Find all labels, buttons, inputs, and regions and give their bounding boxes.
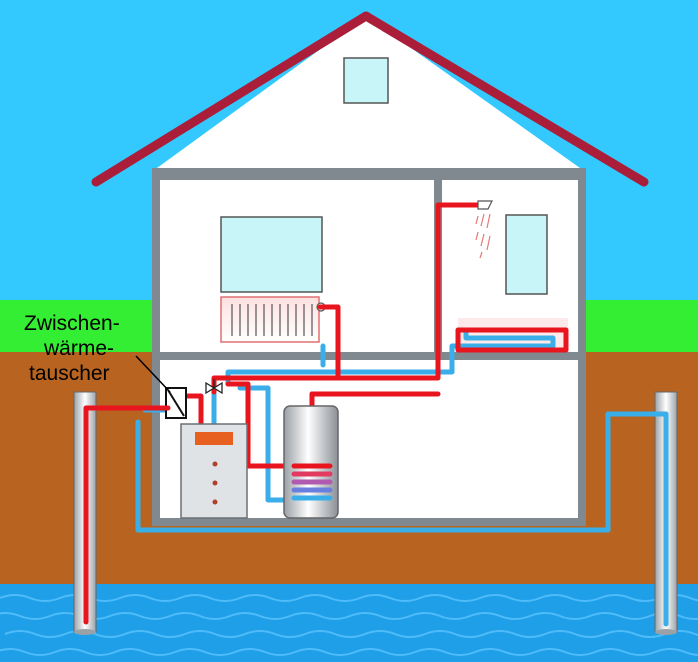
- hot-water-tank: [283, 405, 339, 519]
- groundwater-waves: [0, 594, 698, 656]
- label-line-3: tauscher: [29, 362, 110, 385]
- label-line-1: Zwischen-: [24, 312, 120, 335]
- attic-window: [343, 57, 389, 104]
- heat-pump-indicator-3: [212, 499, 218, 505]
- heat-pump-unit: [180, 423, 248, 519]
- window-bathroom: [505, 214, 548, 295]
- roof: [91, 11, 649, 187]
- radiator: [220, 296, 326, 343]
- groundwater-layer: [0, 584, 698, 662]
- shower-head: [477, 200, 493, 210]
- heat-pump-indicator-2: [212, 480, 218, 486]
- return-well-pipe: [651, 411, 669, 627]
- shower: [475, 200, 493, 259]
- label-line-2: wärme-: [43, 337, 114, 360]
- heat-pump-display: [195, 432, 233, 445]
- heat-pump-indicator-1: [212, 461, 218, 467]
- window-living-room: [220, 216, 323, 293]
- heat-exchanger-label: Zwischen- wärme- tauscher: [24, 312, 126, 385]
- label-leader-line: [135, 355, 171, 393]
- intermediate-heat-exchanger: [165, 387, 187, 419]
- supply-well-pipe: [83, 405, 171, 625]
- mixing-valve-icon: [205, 379, 223, 395]
